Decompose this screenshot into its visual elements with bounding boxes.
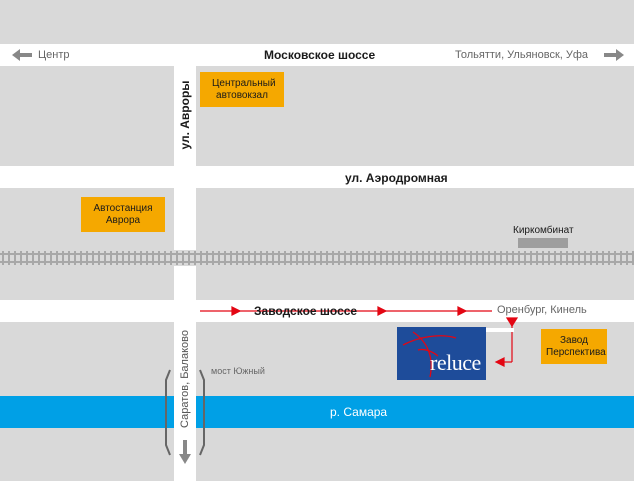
river-label: р. Самара xyxy=(330,405,388,419)
block-d xyxy=(196,188,634,300)
route-arrow-icon xyxy=(494,357,505,367)
arrow-right-icon xyxy=(604,49,624,61)
block-a xyxy=(0,66,174,166)
avrora-station-label: Автостанция Аврора xyxy=(81,197,165,232)
route-arrow-icon xyxy=(231,306,242,316)
road-aerodromnaya: ул. Аэродромная xyxy=(345,171,448,185)
block-top xyxy=(0,0,634,44)
central-station-label: Центральный автовокзал xyxy=(200,72,284,107)
river xyxy=(0,396,634,428)
kirkombinat-label: Киркомбинат xyxy=(513,225,574,236)
road-saratov: Саратов, Балаково xyxy=(179,330,191,428)
access-road xyxy=(486,328,514,332)
route xyxy=(200,306,519,367)
kirkombinat-building xyxy=(518,238,568,248)
bridge-road xyxy=(174,370,196,481)
road-avrory: ул. Авроры xyxy=(178,80,192,150)
arrow-left-icon xyxy=(12,49,32,61)
direction-left-label: Центр xyxy=(38,49,70,61)
reluce-logo-icon xyxy=(402,331,457,378)
bridge-rail-left xyxy=(165,369,171,456)
route-arrow-icon xyxy=(377,306,388,316)
road-moskovskoe: Московское шоссе xyxy=(264,48,376,62)
bridge-rail-right xyxy=(199,369,205,456)
route-arrow-icon xyxy=(457,306,468,316)
reluce-logo-text: reluce xyxy=(430,350,481,375)
direction-orenburg-label: Оренбург, Кинель xyxy=(497,304,587,316)
road-zavodskoe: Заводское шоссе xyxy=(254,304,358,318)
direction-right-label: Тольятти, Ульяновск, Уфа xyxy=(455,49,589,61)
railway xyxy=(0,250,634,266)
zavod-label: Завод Перспектива xyxy=(541,329,607,364)
bridge-label: мост Южный xyxy=(211,366,265,376)
arrow-down-icon xyxy=(179,440,191,464)
